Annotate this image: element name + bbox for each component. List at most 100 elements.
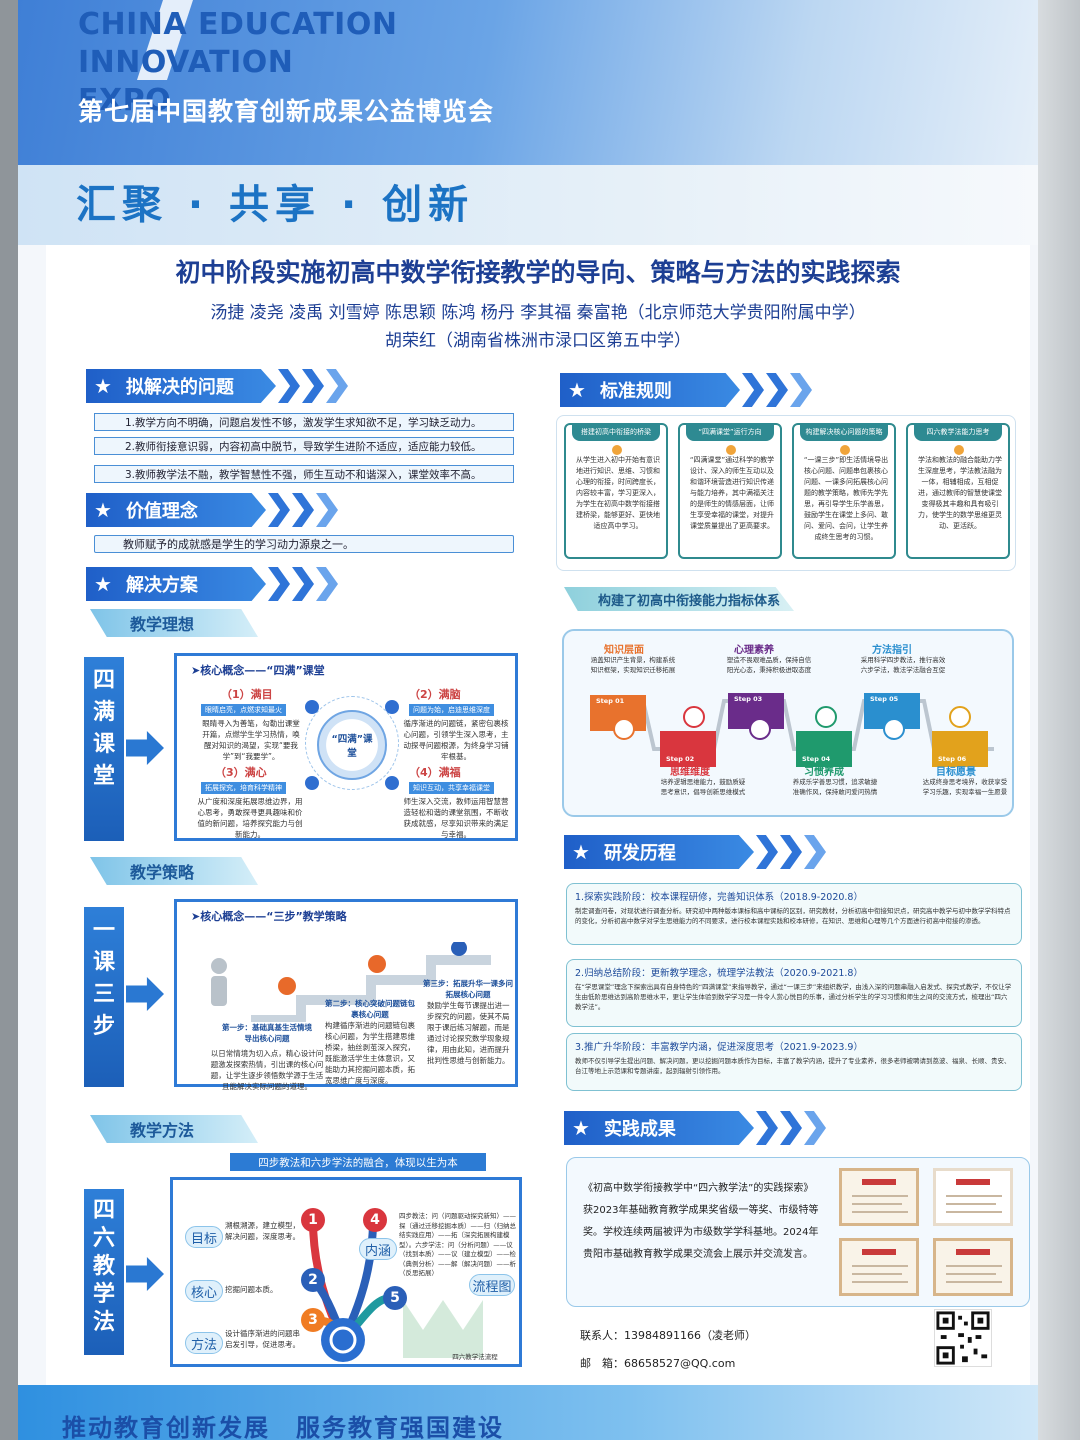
rule-card: 四六教学法能力思考 学法和教法的融合能助力学生深度思考，学法教法融为一体，相辅相… xyxy=(906,423,1010,559)
index-ribbon-graphic xyxy=(590,693,994,767)
phase-text: 在“学思课堂”理念下探索出具有自身特色的“四满课堂”来指导教学，通过“一课三步”… xyxy=(575,983,1012,1011)
method-pill-flowchart: 流程图 xyxy=(469,1274,515,1296)
ideal-item-tag: 问题为始，启迪思维深度 xyxy=(409,704,494,716)
method-num-3: 3 xyxy=(301,1308,325,1332)
history-heading: ★研发历程 xyxy=(564,835,826,869)
ideal-panel: ➤核心概念——“四满”课堂 “四满”课堂 （1）满目 眼睛启亮，点燃求知最火 眼… xyxy=(174,653,518,841)
chevron-icon xyxy=(766,373,788,407)
hub-ring xyxy=(305,696,399,790)
chevron-icon xyxy=(742,373,764,407)
method-pill-goal: 目标 xyxy=(185,1226,223,1248)
index-node-text: 培养逻辑思维能力，鼓励质疑思考意识，倡导创新思维模式 xyxy=(660,778,746,796)
ideal-item-tag: 眼睛启亮，点燃求知最火 xyxy=(201,704,286,716)
expo-chinese-title: 第七届中国教育创新成果公益博览会 xyxy=(78,97,495,126)
method-num-2: 2 xyxy=(301,1268,325,1292)
index-node-title: 心理素养 xyxy=(734,645,774,656)
ideal-item-text: 师生深入交流，教师运用智慧营造轻松和谐的课堂氛围，不断收获成就感，尽享知识带来的… xyxy=(403,797,509,839)
chevron-icon xyxy=(790,373,812,407)
star-badge-icon xyxy=(385,776,399,790)
problem-item: 1.教学方向不明确，问题启发性不够，激发学生求知欲不足，学习缺乏动力。 xyxy=(94,413,514,431)
index-node-text: 达成终身思考境界，收获享受学习乐趣，实现幸福一生愿景 xyxy=(922,778,1008,796)
step-label: Step 06 xyxy=(938,755,967,763)
strategy-step-title: 第一步：基础真基生活情境导出核心问题 xyxy=(222,1023,312,1043)
index-system-box: Step 01 Step 02 Step 03 Step 04 Step 05 … xyxy=(562,629,1014,817)
ideal-item-title: （2）满脑 xyxy=(409,688,461,701)
people-icon xyxy=(305,700,319,714)
ideal-vertical-label: 四满课堂 xyxy=(84,657,124,841)
strategy-subheading: 教学策略 xyxy=(90,857,258,885)
chevron-icon xyxy=(268,567,290,601)
slogan-band xyxy=(18,165,1038,245)
chevron-icon xyxy=(780,835,802,869)
index-node-title: 知识层面 xyxy=(604,645,644,656)
chevron-icon xyxy=(292,567,314,601)
certificate-image xyxy=(839,1238,919,1296)
index-node-title: 方法指引 xyxy=(872,645,912,656)
rule-card-dot xyxy=(840,445,850,455)
search-icon xyxy=(305,776,319,790)
method-text-core: 挖掘问题本质。 xyxy=(225,1285,278,1294)
expo-en-line2: EXPO xyxy=(78,83,172,118)
certificate-image xyxy=(839,1168,919,1226)
index-node-title: 目标愿景 xyxy=(936,767,976,778)
chevron-icon xyxy=(302,369,324,403)
authors-line2: 胡荣红（湖南省株洲市渌口区第五中学） xyxy=(385,331,691,351)
index-node-text: 塑造不畏艰难品质，保持自信阳光心态，秉持积极进取态度 xyxy=(726,656,812,674)
solution-heading-text: 解决方案 xyxy=(125,575,198,596)
ideal-item-text: 眼睛寻入为善笔，勾勒出课堂开篇，点燃学生学习热情，唤醒对知识的渴望，实现“要我学… xyxy=(202,719,300,761)
strategy-step-title: 第三步：拓展升华一课多问拓展核心问题 xyxy=(423,979,513,999)
ideal-item-text: 循序渐进的问题链，紧密包裹核心问题，引领学生深入思考，主动探寻问题根源，为终身学… xyxy=(403,719,509,761)
rule-card: 构建解决核心问题的策略 “一课三步”即生活情境导出核心问题、问题串包裹核心问题、… xyxy=(792,423,896,559)
step-label: Step 01 xyxy=(596,697,625,705)
rule-card-title: “四满课堂”运行方向 xyxy=(686,423,774,441)
chevron-icon xyxy=(756,835,778,869)
ideal-label-text: 四满课堂 xyxy=(92,668,115,789)
method-num-5: 5 xyxy=(383,1286,407,1310)
rule-card-text: 学法和教法的融合能助力学生深度思考，学法教法融为一体，相辅相成，互相促进，通过教… xyxy=(918,456,1002,530)
exhibition-board: CHINA EDUCATION INNOVATION EXPO 第七届中国教育创… xyxy=(18,0,1038,1440)
history-heading-text: 研发历程 xyxy=(603,843,676,864)
method-subheading: 教学方法 xyxy=(90,1115,258,1143)
problem-item: 2.教师衔接意识弱，内容初高中脱节，导致学生进阶不适应，适应能力较低。 xyxy=(94,437,514,455)
arrow-icon xyxy=(126,977,164,1011)
chevron-icon xyxy=(316,493,338,527)
step-label: Step 02 xyxy=(666,755,695,763)
ideal-item-tag: 知识互动，共享幸福课堂 xyxy=(409,782,494,794)
results-heading: ★实践成果 xyxy=(564,1111,826,1145)
qr-code-icon xyxy=(934,1309,992,1367)
phase-text: 制定调查问卷，对现状进行调查分析。研究初中两种版本课标和高中课标的区别，研究教材… xyxy=(575,907,1011,925)
strategy-panel: ➤核心概念——“三步”教学策略 第一步：基础真基生活情境导出核心问题 以日常情境… xyxy=(174,899,518,1091)
expo-slogan: 汇聚 · 共享 · 创新 xyxy=(76,182,475,228)
rule-card: 搭建初高中衔接的桥梁 从学生进入初中开始有意识地进行知识、思维、习惯和心理的衔接… xyxy=(564,423,668,559)
method-num-1: 1 xyxy=(301,1208,325,1232)
footer-band xyxy=(18,1385,1038,1440)
chevron-icon xyxy=(292,493,314,527)
method-pill-core: 核心 xyxy=(185,1280,223,1302)
poster-title: 初中阶段实施初高中数学衔接教学的导向、策略与方法的实践探索 xyxy=(175,258,901,287)
rules-box xyxy=(556,415,1016,571)
expo-en-line1: CHINA EDUCATION INNOVATION xyxy=(78,7,398,80)
method-text-connotation: 四步教法：问（问题驱动探究新知）——探（通过迁移挖掘本质）——归（归纳总结实践应… xyxy=(399,1212,516,1277)
contact-email: 邮 箱：68658527@QQ.com xyxy=(580,1357,736,1370)
strategy-core-concept: ➤核心概念——“三步”教学策略 xyxy=(191,910,347,923)
chevron-icon xyxy=(268,493,290,527)
rules-heading-text: 标准规则 xyxy=(599,381,672,402)
research-poster: 初中阶段实施初高中数学衔接教学的导向、策略与方法的实践探索 汤捷 凌尧 凌禹 刘… xyxy=(46,245,1030,1385)
certificate-image xyxy=(933,1238,1013,1296)
rule-card-dot xyxy=(954,445,964,455)
value-heading: ★价值理念 xyxy=(86,493,338,527)
chevron-icon xyxy=(804,835,826,869)
poster-authors: 汤捷 凌尧 凌禹 刘雪婷 陈思颖 陈鸿 杨丹 李其福 秦富艳（北京师范大学贵阳附… xyxy=(46,299,1030,355)
arrow-icon xyxy=(126,1257,164,1291)
phase-title: 3.推广升华阶段：丰富教学内涵，促进深度思考（2021.9-2023.9） xyxy=(575,1042,863,1053)
rule-card-dot xyxy=(726,445,736,455)
results-box: 《初高中数学衔接教学中“四六教学法”的实践探索》获2023年基础教育教学成果奖省… xyxy=(566,1157,1030,1307)
index-node-text: 涵盖知识产生背景，构建系统知识框架，实现知识迁移拓展 xyxy=(590,656,676,674)
ideal-item-text: 从广度和深度拓展思维边界，用心思考，勇敢探寻更具趣味和价值的新问题，培养探究能力… xyxy=(197,797,303,839)
step-label: Step 04 xyxy=(802,755,831,763)
history-phase: 3.推广升华阶段：丰富教学内涵，促进深度思考（2021.9-2023.9） 教师… xyxy=(566,1033,1022,1091)
strategy-vertical-label: 一课三步 xyxy=(84,907,124,1087)
rule-card-text: “一课三步”即生活情境导出核心问题、问题串包裹核心问题、一课多问拓展核心问题的教… xyxy=(803,456,889,541)
star-icon: ★ xyxy=(94,498,112,522)
value-statement: 教师赋予的成就感是学生的学习动力源泉之一。 xyxy=(94,535,514,553)
